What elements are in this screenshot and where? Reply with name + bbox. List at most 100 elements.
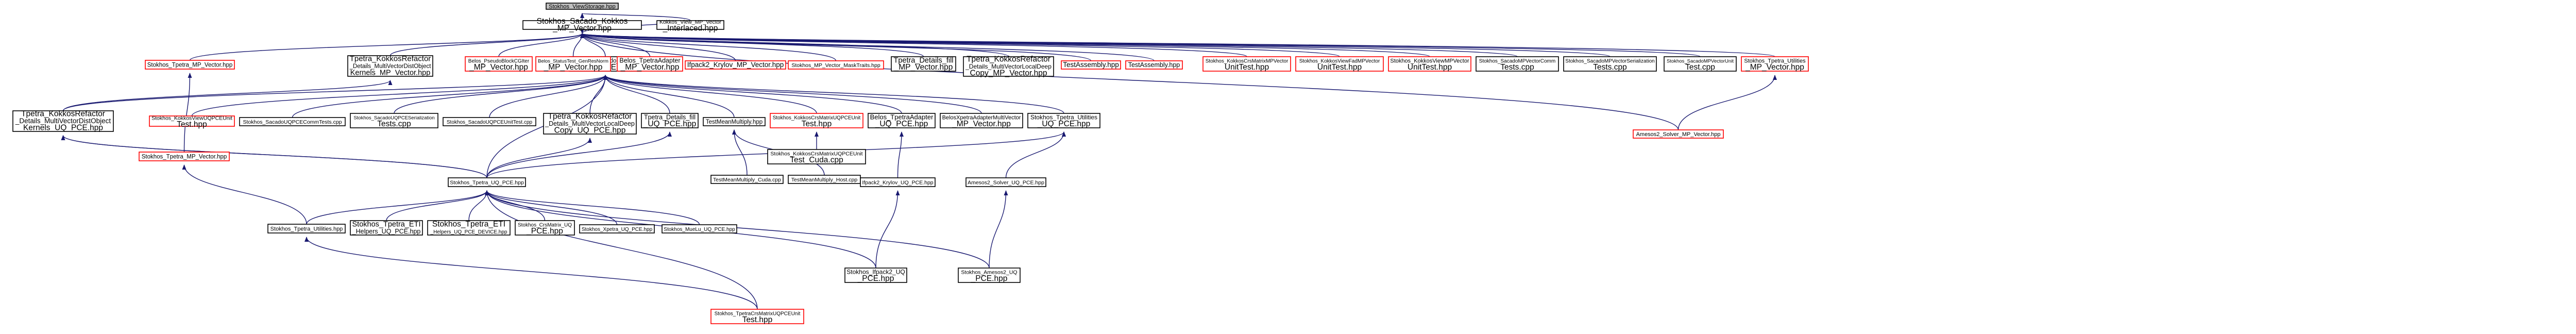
node-amesos2-solver-uq-pce-hpp[interactable]: Amesos2_Solver_UQ_PCE.hpp <box>965 177 1046 187</box>
edge-line <box>603 75 817 114</box>
node-belos-statustest-genresnorm-mp-vector-hpp[interactable]: Belos_StatusTest_GenResNorm_MP_Vector.hp… <box>535 56 611 72</box>
node-label-line: _MP_Vector.hpp <box>620 63 680 72</box>
node-stokhos-tpetra-utilities-uq-pce-hpp[interactable]: Stokhos_Tpetra_Utilities_UQ_PCE.hpp <box>1027 113 1100 128</box>
node-belos-tpetraadapter-mp-vector-hpp[interactable]: Belos_TpetraAdapter_MP_Vector.hpp <box>617 56 683 72</box>
edge-line <box>485 190 618 225</box>
node-stokhos-sacadouqpceserializationtests-cpp[interactable]: Stokhos_SacadoUQPCESerializationTests.cp… <box>350 113 438 128</box>
edge-kvupce-to-spce <box>191 75 607 116</box>
node-label-line: Stokhos_SacadoMPVectorSerialization <box>1565 58 1654 64</box>
node-stokhos-amesos2-uq-pce-hpp[interactable]: Stokhos_Amesos2_UQ_PCE.hpp <box>958 268 1021 283</box>
node-box <box>546 3 619 10</box>
edge-suqcomm-to-spce <box>292 75 607 118</box>
node-label-line: Test.hpp <box>802 120 832 128</box>
edge-line <box>580 33 1155 61</box>
node-belos-tpetraadapter-uq-pce-hpp[interactable]: Belos_TpetraAdapter_UQ_PCE.hpp <box>868 113 936 128</box>
edge-line <box>61 135 487 178</box>
node-box <box>641 113 699 128</box>
node-stokhos-mp-vector-masktraits-hpp[interactable]: Stokhos_MP_Vector_MaskTraits.hpp <box>788 60 884 70</box>
edge-tuqpce-to-tdfpce <box>486 131 672 178</box>
edge-line <box>580 33 651 57</box>
node-belos-pseudoblockcgiter-mp-vector-hpp[interactable]: Belos_PseudoBlockCGIter_MP_Vector.hpp <box>465 56 533 72</box>
node-tpetra-kokkosrefactor-details-multivectorlocaldeepcopy-uq-pce-hpp[interactable]: Tpetra_KokkosRefactor_Details_MultiVecto… <box>543 112 637 135</box>
node-label-line: Stokhos_KokkosCrsMatrixMPVector <box>1206 58 1289 64</box>
node-tpetra-kokkosrefactor-details-multivectordistobjectkernels-mp-vector-hpp[interactable]: Tpetra_KokkosRefactor_Details_MultiVecto… <box>347 55 433 77</box>
node-stokhos-crsmatrix-uq-pce-hpp[interactable]: Stokhos_CrsMatrix_UQ_PCE.hpp <box>515 220 575 236</box>
node-testmeanmultiply-cuda-cpp[interactable]: TestMeanMultiply_Cuda.cpp <box>710 175 784 184</box>
node-tpetra-kokkosrefactor-details-multivectordistobjectkernels-uq-pce-hpp[interactable]: Tpetra_KokkosRefactor_Details_MultiVecto… <box>12 110 114 132</box>
node-stokhos-sacadompvectorserializationtests-cpp[interactable]: Stokhos_SacadoMPVectorSerializationTests… <box>1563 56 1657 72</box>
node-label-line: _Helpers_UQ_PCE.hpp <box>352 228 421 235</box>
node-stokhos-kokkoscrsmatrixmpvectorunittest-hpp[interactable]: Stokhos_KokkosCrsMatrixMPVectorUnitTest.… <box>1202 56 1291 72</box>
node-ifpack2-krylov-mp-vector-hpp[interactable]: Ifpack2_Krylov_MP_Vector.hpp <box>685 60 786 70</box>
node-label-line: _Details_MultiVectorDistObject <box>15 117 111 125</box>
node-ifpack2-krylov-uq-pce-hpp[interactable]: Ifpack2_Krylov_UQ_PCE.hpp <box>860 177 936 187</box>
node-box <box>465 56 533 72</box>
node-testmeanmultiply-hpp[interactable]: TestMeanMultiply.hpp <box>703 117 766 126</box>
node-testassembly-hpp[interactable]: TestAssembly.hpp <box>1125 60 1183 70</box>
node-stokhos-sacadouqpcecommtests-cpp[interactable]: Stokhos_SacadoUQPCECommTests.cpp <box>239 117 346 126</box>
node-label-line: Belos_StatusTest_GenResNorm <box>538 58 608 64</box>
node-label-line: Stokhos_MueLu_UQ_PCE.hpp <box>664 227 735 232</box>
node-stokhos-tpetra-eti-helpers-uq-pce-device-hpp[interactable]: Stokhos_Tpetra_ETI_Helpers_UQ_PCE_DEVICE… <box>427 220 511 236</box>
node-box <box>710 309 804 324</box>
node-tpetra-details-fill-uq-pce-hpp[interactable]: Tpetra_Details_fill_UQ_PCE.hpp <box>641 113 699 128</box>
node-label-line: Stokhos_Tpetra_UQ_PCE.hpp <box>450 180 524 186</box>
node-label-line: TestAssembly.hpp <box>1128 61 1180 69</box>
edge-line <box>468 190 489 221</box>
edge-amuq-to-tuqpce <box>485 190 990 269</box>
edge-tkrlpce-to-spce <box>589 75 607 114</box>
node-stokhos-tpetra-utilities-hpp[interactable]: Stokhos_Tpetra_Utilities.hpp <box>267 224 346 233</box>
edge-line <box>191 75 607 116</box>
node-box <box>940 113 1023 128</box>
node-stokhos-tpetra-utilities-mp-vector-hpp[interactable]: Stokhos_Tpetra_Utilities_MP_Vector.hpp <box>1741 56 1809 72</box>
node-testassembly-hpp[interactable]: TestAssembly.hpp <box>1061 60 1121 70</box>
edge-line <box>580 33 837 61</box>
node-label-line: TestMeanMultiply.hpp <box>706 119 762 125</box>
node-tpetra-kokkosrefactor-details-multivectorlocaldeepcopy-mp-vector-hpp[interactable]: Tpetra_KokkosRefactor_Details_MultiVecto… <box>963 55 1054 78</box>
node-stokhos-muelu-uq-pce-hpp[interactable]: Stokhos_MueLu_UQ_PCE.hpp <box>662 224 737 233</box>
node-box <box>350 113 438 128</box>
edge-line <box>304 237 758 310</box>
node-stokhos-kokkoscrsmatrixuqpceunittest-cuda-cpp[interactable]: Stokhos_KokkosCrsMatrixUQPCEUnitTest_Cud… <box>767 149 866 164</box>
node-box <box>965 177 1046 187</box>
node-amesos2-solver-mp-vector-hpp[interactable]: Amesos2_Solver_MP_Vector.hpp <box>1633 129 1724 139</box>
node-stokhos-tpetra-mp-vector-hpp[interactable]: Stokhos_Tpetra_MP_Vector.hpp <box>139 152 230 161</box>
node-label-line: _UQ_PCE.hpp <box>1037 120 1091 128</box>
node-label-line: UnitTest.hpp <box>1225 63 1269 72</box>
node-stokhos-tpetra-mp-vector-hpp[interactable]: Stokhos_Tpetra_MP_Vector.hpp <box>145 60 235 70</box>
node-label-line: Stokhos_Amesos2_UQ <box>961 269 1017 275</box>
node-belosxpetraadaptermultivector-mp-vector-hpp[interactable]: BelosXpetraAdapterMultiVector_MP_Vector.… <box>940 113 1023 128</box>
edge-amuq-to-ampce <box>989 190 1008 269</box>
edge-ta2-to-vmp <box>580 33 1155 61</box>
node-stokhos-sacadouqpceunittest-cpp[interactable]: Stokhos_SacadoUQPCEUnitTest.cpp <box>443 117 536 126</box>
node-stokhos-tpetra-eti-helpers-uq-pce-hpp[interactable]: Stokhos_Tpetra_ETI_Helpers_UQ_PCE.hpp <box>350 220 423 236</box>
node-stokhos-ifpack2-uq-pce-hpp[interactable]: Stokhos_Ifpack2_UQ_PCE.hpp <box>844 268 907 283</box>
edge-tutil-to-tuqpce <box>306 190 489 225</box>
node-label-line: Stokhos_KokkosViewMPVector <box>1390 58 1469 64</box>
edge-etihd-to-tuqpce <box>468 190 489 221</box>
node-label-line: Stokhos_SacadoMPVectorComm <box>1479 58 1555 64</box>
node-stokhos-viewstorage-hpp[interactable]: Stokhos_ViewStorage.hpp <box>546 3 619 10</box>
node-box <box>239 117 346 126</box>
edge-line <box>189 33 584 61</box>
node-stokhos-kokkosviewfadmpvectorunittest-hpp[interactable]: Stokhos_KokkosViewFadMPVectorUnitTest.hp… <box>1295 56 1384 72</box>
node-stokhos-xpetra-uq-pce-hpp[interactable]: Stokhos_Xpetra_UQ_PCE.hpp <box>579 224 655 233</box>
node-stokhos-tpetra-uq-pce-hpp[interactable]: Stokhos_Tpetra_UQ_PCE.hpp <box>448 177 526 187</box>
node-label-line: Copy_MP_Vector.hpp <box>970 69 1047 78</box>
node-stokhos-sacado-kokkos-mp-vector-hpp[interactable]: Stokhos_Sacado_Kokkos_MP_Vector.hpp <box>522 17 642 33</box>
node-label-line: Stokhos_KokkosCrsMatrixUQPCEUnit <box>770 151 862 157</box>
node-label-line: Tpetra_KokkosRefactor <box>967 55 1050 64</box>
node-kokkos-view-mp-vector-interlaced-hpp[interactable]: Kokkos_View_MP_Vector_Interlaced.hpp <box>656 19 724 33</box>
edge-xpuq-to-tuqpce <box>485 190 618 225</box>
node-label-line: _MP_Vector.hpp <box>544 63 603 72</box>
node-label-line: Belos_TpetraAdapter <box>619 57 680 64</box>
node-tpetra-details-fill-mp-vector-hpp[interactable]: Tpetra_Details_fill_MP_Vector.hpp <box>891 56 956 72</box>
node-testmeanmultiply-host-cpp[interactable]: TestMeanMultiply_Host.cpp <box>788 175 861 184</box>
